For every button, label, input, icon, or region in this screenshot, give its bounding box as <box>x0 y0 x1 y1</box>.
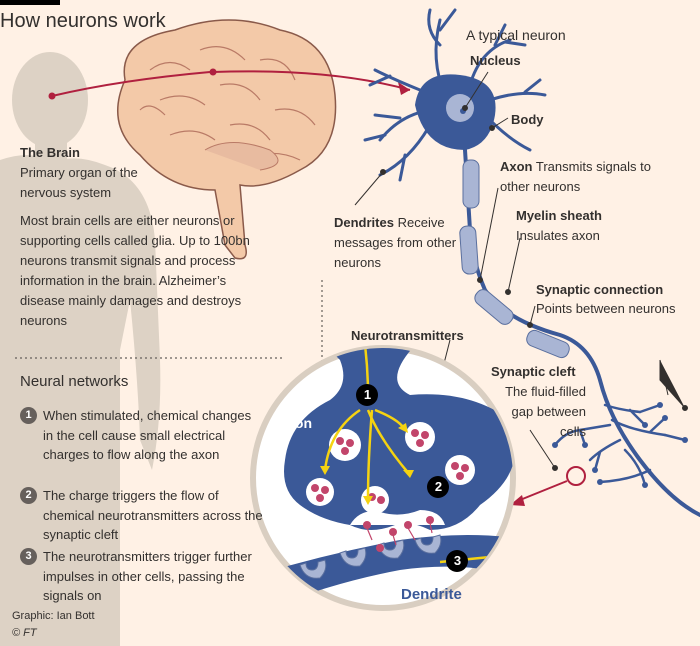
step-number: 3 <box>20 548 37 565</box>
axon-desc: Transmits signals to other neurons <box>500 159 651 194</box>
step-number: 1 <box>20 407 37 424</box>
step-text: The charge triggers the flow of chemical… <box>43 488 263 542</box>
brain-illustration <box>117 19 337 260</box>
label-dendrites: Dendrites Receive messages from other ne… <box>334 213 459 273</box>
inset-marker-1: 1 <box>363 387 372 402</box>
page-title: How neurons work <box>0 10 166 32</box>
neuron-heading: A typical neuron <box>466 27 566 43</box>
synapse-inset <box>250 345 516 611</box>
label-myelin-term: Myelin sheath <box>516 208 602 223</box>
step-2: 2 The charge triggers the flow of chemic… <box>20 486 263 546</box>
credit-copyright: © FT <box>12 627 37 639</box>
human-silhouette <box>0 52 161 646</box>
label-myelin-desc: Insulates axon <box>516 228 600 243</box>
synapse-highlight <box>566 466 586 486</box>
zoom-arrow <box>519 480 568 501</box>
step-3: 3 The neurotransmitters trigger further … <box>20 547 252 607</box>
inset-marker-2: 2 <box>434 479 443 494</box>
label-inset-dendrite: Dendrite <box>401 586 462 603</box>
brand-bar <box>0 0 60 5</box>
label-axon: Axon Transmits signals to other neurons <box>500 157 660 197</box>
myelin-sheath <box>459 159 570 359</box>
label-nucleus: Nucleus <box>470 53 521 68</box>
step-1: 1 When stimulated, chemical changes in t… <box>20 406 251 486</box>
brain-subtitle: Primary organ of the nervous system <box>20 165 138 200</box>
neuron <box>363 8 700 517</box>
label-neurotransmitters: Neurotransmitters <box>351 328 464 343</box>
step-text: When stimulated, chemical changes in the… <box>43 408 252 462</box>
step-number: 2 <box>20 487 37 504</box>
brain-to-neuron-arrow <box>48 68 411 100</box>
dendrites-term: Dendrites <box>334 215 394 230</box>
label-body: Body <box>511 112 544 127</box>
neural-networks-heading: Neural networks <box>20 373 129 390</box>
label-inset-axon: Axon <box>277 415 312 431</box>
brain-description: Most brain cells are either neurons or s… <box>20 213 250 328</box>
label-cleft-desc: The fluid-filled gap between cells <box>505 384 586 439</box>
label-synaptic-conn-desc: Points between neurons <box>536 301 676 316</box>
brain-heading: The Brain <box>20 145 80 160</box>
inset-marker-3: 3 <box>453 553 462 568</box>
label-cleft-term: Synaptic cleft <box>491 364 576 379</box>
credit-graphic: Graphic: Ian Bott <box>12 610 95 622</box>
axon-term: Axon <box>500 159 533 174</box>
dendrites-desc: Receive messages from other neurons <box>334 215 457 270</box>
inset-markers <box>356 384 468 572</box>
step-text: The neurotransmitters trigger further im… <box>43 549 252 603</box>
label-synaptic-conn-term: Synaptic connection <box>536 282 664 297</box>
